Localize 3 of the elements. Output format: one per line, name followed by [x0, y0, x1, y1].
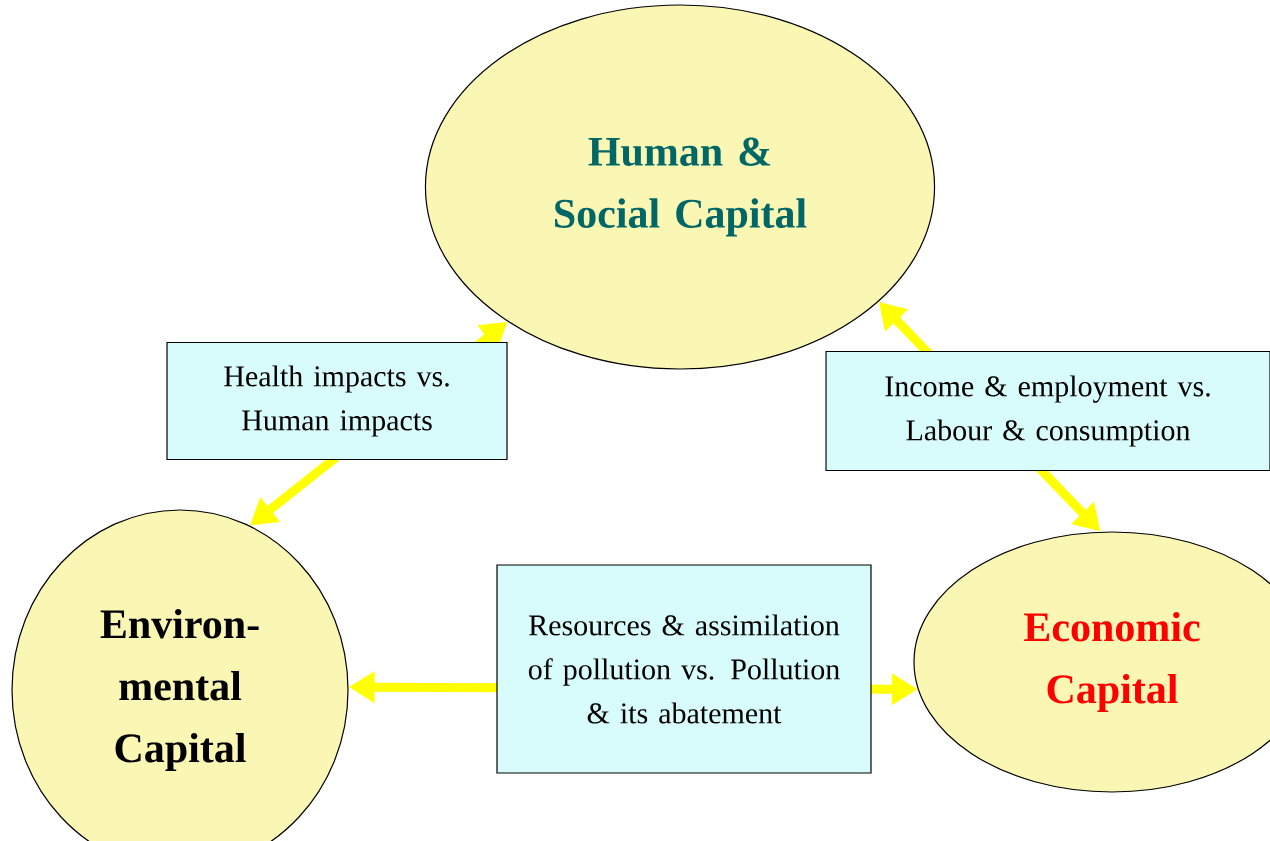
edge-label: Income & employment vs. Labour & consumption	[825, 350, 1270, 472]
edge-label: Resources & assimilation of pollution vs. Pollution & its abatement	[496, 564, 872, 774]
edge-label: Health impacts vs. Human impacts	[166, 341, 508, 461]
